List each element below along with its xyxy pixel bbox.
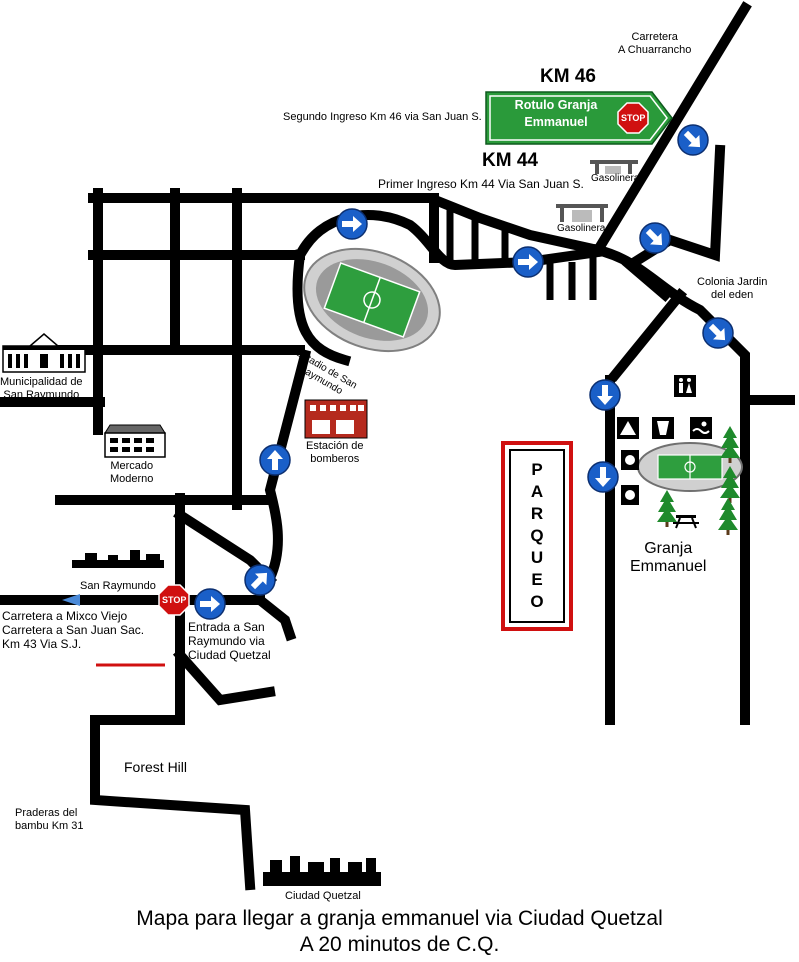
stop-sign-text: STOP	[621, 113, 646, 123]
parqueo-box: P A R Q U E O	[501, 441, 573, 631]
left-arrow-icon	[62, 594, 80, 606]
san-raymundo-label: San Raymundo	[80, 580, 156, 592]
ciudad-quetzal-skyline-icon	[263, 856, 381, 886]
colonia-jardin-label: Colonia Jardin del eden	[697, 276, 768, 301]
gasolinera-label-1: Gasolinera	[591, 173, 640, 184]
mercado-label: Mercado Moderno	[110, 460, 154, 485]
parqueo-letter: U	[530, 548, 544, 567]
san-raymundo-skyline-icon	[72, 550, 164, 568]
carretera-chuarrancho-label: Carretera A Chuarrancho	[618, 31, 691, 56]
municipalidad-building-icon	[2, 333, 86, 373]
carretera-mixco-label: Carretera a Mixco Viejo Carretera a San …	[2, 609, 145, 651]
km46-label: KM 46	[540, 66, 596, 87]
segundo-ingreso-label: Segundo Ingreso Km 46 via San Juan S.	[283, 111, 482, 123]
gasolinera-icon	[556, 204, 608, 222]
primer-ingreso-label: Primer Ingreso Km 44 Via San Juan S.	[378, 177, 584, 191]
parqueo-letter: A	[530, 482, 544, 501]
restroom-icon	[674, 375, 696, 397]
stop-sign-icon	[158, 584, 190, 616]
stop-sign-text-2: STOP	[162, 595, 187, 605]
carretera-chuarrancho-text: Carretera A Chuarrancho	[618, 31, 692, 56]
estacion-bomberos-label: Estación de bomberos	[306, 440, 364, 465]
parqueo-letter: R	[530, 504, 544, 523]
gasolinera-icon	[590, 160, 638, 174]
bomberos-building-icon	[304, 399, 368, 439]
ciudad-quetzal-label: Ciudad Quetzal	[285, 890, 361, 902]
municipalidad-label: Municipalidad de San Raymundo	[0, 376, 83, 401]
parqueo-letter: Q	[530, 526, 544, 545]
km44-label: KM 44	[482, 150, 538, 171]
mercado-building-icon	[104, 424, 166, 458]
drink-icon	[652, 417, 674, 439]
praderas-label: Praderas del bambu Km 31	[15, 807, 84, 832]
entrada-san-raymundo-label: Entrada a San Raymundo via Ciudad Quetza…	[188, 620, 271, 662]
rotulo-sign-text: Rotulo Granja Emmanuel	[514, 98, 598, 129]
map-caption-line2: A 20 minutos de C.Q.	[299, 933, 500, 956]
parqueo-letter: E	[531, 570, 543, 589]
forest-hill-label: Forest Hill	[124, 759, 188, 775]
gasolinera-label-2: Gasolinera	[557, 223, 606, 234]
picnic-table-icon	[673, 515, 699, 529]
swimming-icon	[690, 417, 712, 439]
granja-emmanuel-label: Granja Emmanuel	[630, 540, 707, 576]
parqueo-letter: O	[530, 592, 544, 611]
parqueo-letters: P A R Q U E O	[509, 449, 565, 623]
facility-icon	[621, 450, 639, 505]
map-caption-line1: Mapa para llegar a granja emmanuel via C…	[136, 907, 663, 930]
camping-icon	[617, 417, 639, 439]
stop-sign-icon	[617, 102, 649, 134]
road-network	[0, 1, 795, 891]
parqueo-letter: P	[531, 460, 543, 479]
stadium-icon	[303, 247, 441, 353]
